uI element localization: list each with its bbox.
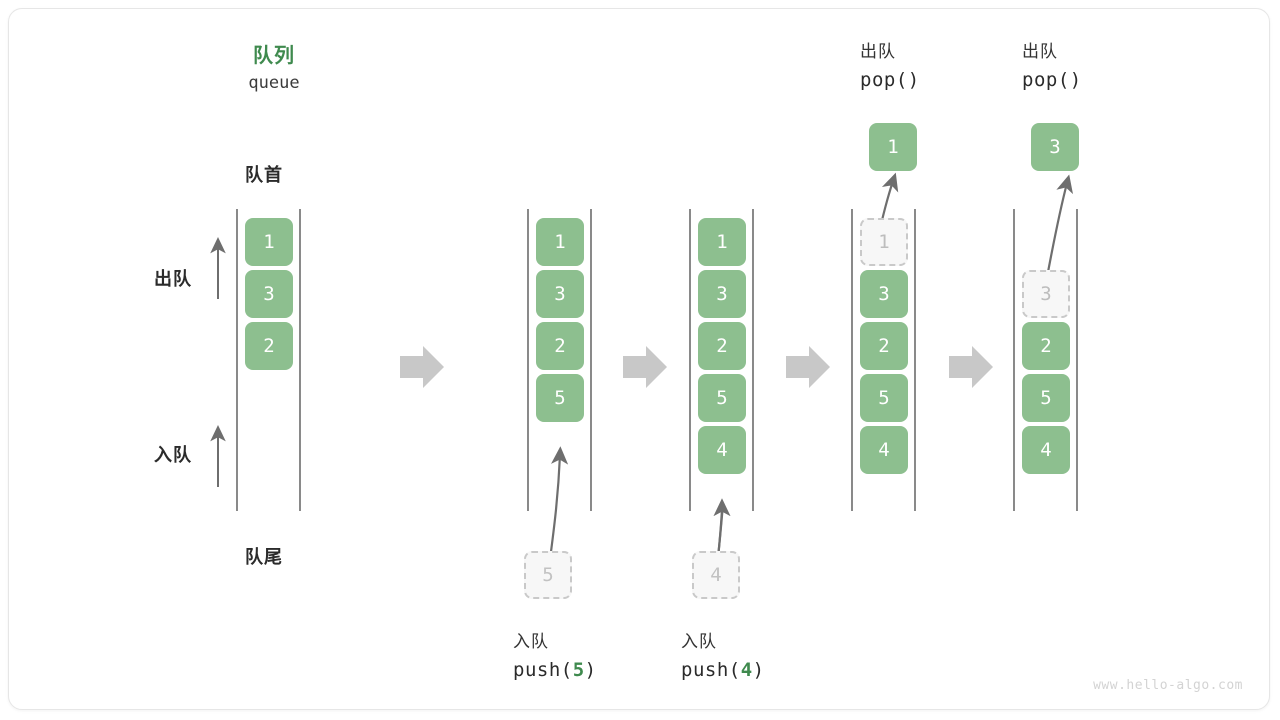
queue-cell: 5	[698, 374, 746, 422]
queue-cell-ghost: 1	[860, 218, 908, 266]
separator-arrow-2	[623, 346, 667, 388]
watermark: www.hello-algo.com	[1093, 678, 1243, 693]
pop-3-op-code: pop()	[1022, 69, 1082, 91]
queue-cell: 3	[860, 270, 908, 318]
queue-head-label: 队首	[245, 165, 283, 185]
queue-cell: 1	[245, 218, 293, 266]
push-4-code-arg: 4	[740, 659, 753, 681]
queue-cell-ghost: 3	[1022, 270, 1070, 318]
push-4-code-prefix: push(	[681, 659, 741, 681]
diagram-frame: 队列 queue 队首 队尾 出队 入队 1 3 2 1 3 2 5 5 入队 …	[8, 8, 1270, 710]
queue-cell: 5	[536, 374, 584, 422]
push-5-code-arg: 5	[572, 659, 585, 681]
queue-cell: 3	[536, 270, 584, 318]
push-5-op-label: 入队	[513, 632, 549, 651]
queue-cell: 4	[1022, 426, 1070, 474]
diagram-stage: 队列 queue 队首 队尾 出队 入队 1 3 2 1 3 2 5 5 入队 …	[9, 9, 1269, 709]
incoming-element: 4	[692, 551, 740, 599]
pop-1-code-suffix: )	[907, 69, 920, 91]
queue-cell: 2	[1022, 322, 1070, 370]
pop-3-op-label: 出队	[1022, 42, 1058, 61]
queue-tail-label: 队尾	[245, 547, 283, 567]
queue-cell: 1	[698, 218, 746, 266]
push-5-code-prefix: push(	[513, 659, 573, 681]
queue-cell: 3	[698, 270, 746, 318]
queue-cell: 4	[860, 426, 908, 474]
pop-1-code-prefix: pop(	[860, 69, 908, 91]
queue-cell: 2	[245, 322, 293, 370]
popped-element: 1	[869, 123, 917, 171]
queue-cell: 2	[536, 322, 584, 370]
pop-3-code-prefix: pop(	[1022, 69, 1070, 91]
pop-3-code-suffix: )	[1069, 69, 1082, 91]
dequeue-direction-label: 出队	[154, 269, 192, 289]
push-5-code-suffix: )	[584, 659, 597, 681]
queue-cell: 3	[245, 270, 293, 318]
push-4-op-label: 入队	[681, 632, 717, 651]
queue-cell: 4	[698, 426, 746, 474]
queue-title-cn: 队列	[253, 45, 295, 67]
queue-cell: 2	[860, 322, 908, 370]
queue-cell: 5	[1022, 374, 1070, 422]
push-4-code-suffix: )	[752, 659, 765, 681]
push-4-op-code: push(4)	[681, 659, 765, 681]
queue-cell: 2	[698, 322, 746, 370]
pop-1-op-code: pop()	[860, 69, 920, 91]
diagram-overlay	[210, 172, 1078, 568]
pop-1-op-label: 出队	[860, 42, 896, 61]
queue-cell: 5	[860, 374, 908, 422]
enqueue-direction-label: 入队	[154, 445, 192, 465]
separator-arrow-1	[400, 346, 444, 388]
popped-element: 3	[1031, 123, 1079, 171]
push-5-op-code: push(5)	[513, 659, 597, 681]
queue-title-en: queue	[248, 73, 300, 93]
separator-arrow-4	[949, 346, 993, 388]
separator-arrow-3	[786, 346, 830, 388]
queue-cell: 1	[536, 218, 584, 266]
incoming-element: 5	[524, 551, 572, 599]
